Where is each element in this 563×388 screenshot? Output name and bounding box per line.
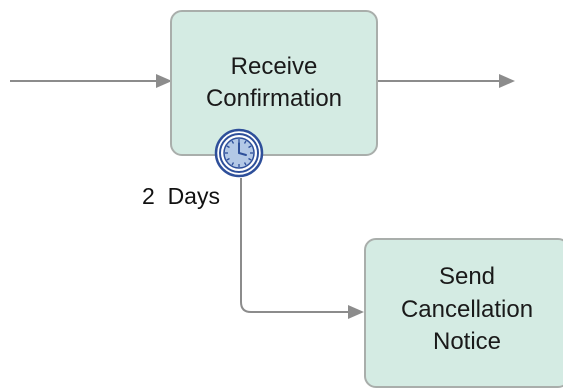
outgoing-flow-arrow bbox=[378, 74, 515, 88]
task-receive-confirmation[interactable]: Receive Confirmation bbox=[170, 10, 378, 156]
task-send-line2: Cancellation bbox=[400, 295, 534, 323]
timer-duration-label: 2 Days bbox=[142, 183, 220, 209]
task-send-line1: Send bbox=[438, 263, 496, 291]
task-receive-line1: Receive bbox=[230, 52, 318, 80]
timeout-flow-arrow bbox=[240, 178, 364, 319]
incoming-flow-arrow bbox=[10, 74, 172, 88]
clock-icon[interactable] bbox=[214, 128, 264, 178]
task-send-cancellation-notice[interactable]: Send Cancellation Notice bbox=[364, 238, 563, 388]
task-send-line3: Notice bbox=[432, 328, 502, 356]
task-receive-line2: Confirmation bbox=[205, 85, 343, 112]
process-diagram bbox=[10, 74, 515, 319]
